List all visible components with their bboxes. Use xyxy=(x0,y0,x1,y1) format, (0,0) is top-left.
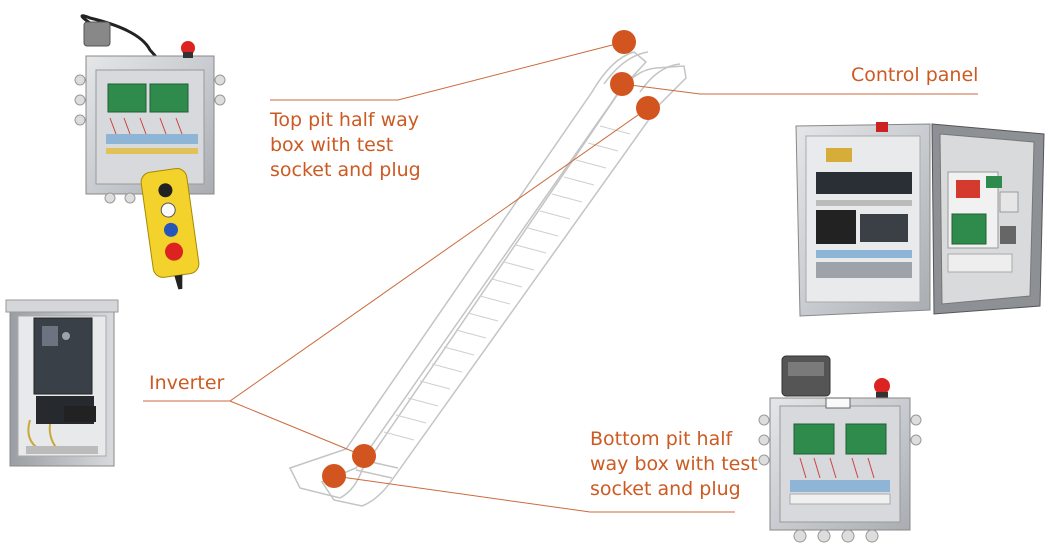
control-panel-label-text: Control panel xyxy=(851,64,979,86)
inverter-label-text: Inverter xyxy=(149,372,225,394)
marker-control-panel xyxy=(610,72,634,96)
marker-top-pit xyxy=(612,30,636,54)
bottom-pit-label-line-3: socket and plug xyxy=(590,478,741,500)
marker-inverter-bottom xyxy=(352,444,376,468)
control-panel-cabinet-photo xyxy=(795,122,1045,317)
bottom-pit-label: Bottom pit half way box with test socket… xyxy=(590,427,758,502)
top-pit-label-line-3: socket and plug xyxy=(270,159,421,181)
bottom-pit-label-line-2: way box with test xyxy=(590,453,758,475)
inverter-label: Inverter xyxy=(149,371,224,396)
control-panel-label: Control panel xyxy=(851,63,978,88)
top-pit-label-line-2: box with test xyxy=(270,134,394,156)
escalator-steps xyxy=(383,125,631,441)
top-pit-label: Top pit half way box with test socket an… xyxy=(270,108,421,183)
marker-dots xyxy=(322,30,660,488)
top-pit-label-line-1: Top pit half way xyxy=(270,109,420,131)
top-pit-box-with-pendant-photo xyxy=(74,14,226,290)
bottom-pit-box-photo xyxy=(758,355,922,543)
marker-inverter-top xyxy=(636,96,660,120)
inverter-cabinet-photo xyxy=(5,299,119,467)
marker-bottom-pit xyxy=(322,464,346,488)
leader-lines xyxy=(143,41,978,513)
bottom-pit-label-line-1: Bottom pit half xyxy=(590,428,733,450)
